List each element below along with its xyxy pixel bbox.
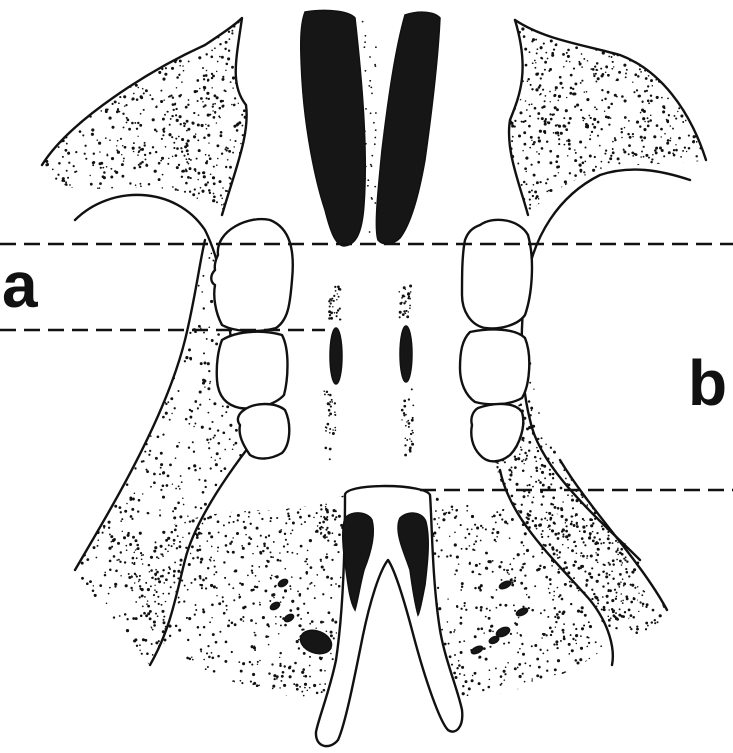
right-orbit-curve: [522, 170, 690, 560]
right-foramen-1: [498, 580, 511, 591]
label-a: a: [2, 249, 38, 321]
upper-right-stipple: [504, 14, 712, 221]
left-palatal-foramen: [330, 328, 342, 384]
right-molar-1: [462, 220, 532, 329]
left-inner-flank: [150, 430, 262, 665]
left-foramen-2: [269, 601, 281, 611]
left-incisor: [301, 10, 366, 246]
right-palatal-foramen: [400, 326, 412, 382]
right-foramen-2: [515, 607, 528, 618]
left-molar-2: [217, 332, 288, 409]
left-molar-3: [238, 404, 289, 459]
vomer-bar: [316, 486, 462, 746]
right-outer-flank: [560, 460, 667, 610]
label-b: b: [688, 347, 727, 419]
upper-left-stipple: [39, 14, 251, 221]
right-foramen-4: [470, 645, 483, 656]
right-inner-flank: [500, 470, 613, 665]
left-outer-flank: [75, 240, 205, 570]
upper-left-contour: [42, 18, 247, 215]
left-foramen-3: [283, 613, 295, 623]
right-foramen-5: [488, 635, 500, 645]
right-molar-2: [460, 330, 529, 405]
left-molar-1: [211, 219, 293, 331]
left-foramen-1: [277, 578, 289, 588]
right-incisor: [376, 12, 440, 244]
right-molar-3: [471, 404, 523, 461]
left-orbit-curve: [75, 195, 232, 350]
